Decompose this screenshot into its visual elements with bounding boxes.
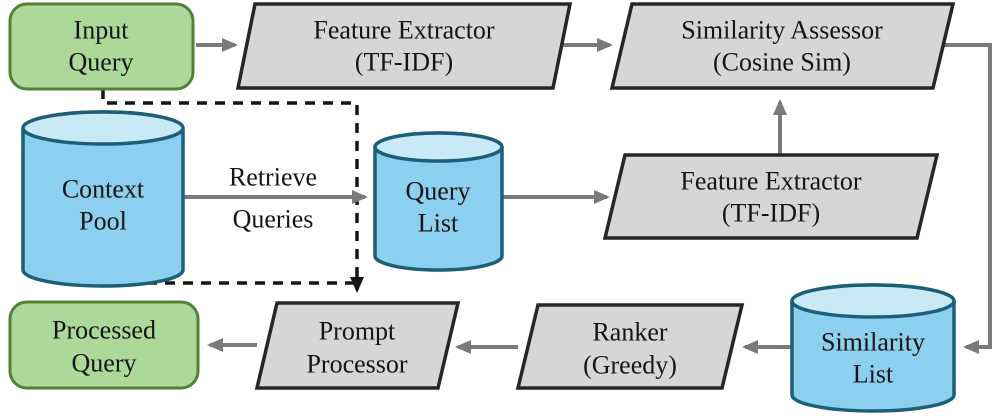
ranker-label-line2: (Greedy) bbox=[583, 351, 677, 380]
query-list-label-line2: List bbox=[418, 209, 459, 238]
similarity-list-label-line2: List bbox=[853, 360, 894, 389]
similarity-list-cylinder-top bbox=[790, 283, 956, 319]
node-feature-extractor-2: Feature Extractor (TF-IDF) bbox=[602, 153, 940, 240]
context-pool-cylinder-top bbox=[21, 110, 185, 146]
edge-label-line1: Retrieve bbox=[229, 163, 317, 192]
node-feature-extractor-1: Feature Extractor (TF-IDF) bbox=[235, 2, 573, 90]
query-list-cylinder-top bbox=[373, 131, 504, 163]
input-query-label-line1: Input bbox=[74, 16, 130, 45]
feature-extractor-2-shape bbox=[602, 153, 940, 240]
input-query-label-line2: Query bbox=[69, 48, 134, 77]
feature-extractor-2-label-line2: (TF-IDF) bbox=[722, 199, 820, 228]
feature-extractor-1-label-line1: Feature Extractor bbox=[313, 16, 495, 45]
node-input-query: Input Query bbox=[8, 2, 195, 91]
similarity-list-label-line1: Similarity bbox=[821, 328, 925, 357]
prompt-processor-shape bbox=[254, 301, 461, 390]
prompt-processor-label-line1: Prompt bbox=[319, 317, 396, 346]
feature-extractor-1-label-line2: (TF-IDF) bbox=[355, 48, 453, 77]
context-pool-label-line2: Pool bbox=[79, 207, 127, 236]
similarity-assessor-label-line1: Similarity Assessor bbox=[681, 16, 883, 45]
input-query-shape bbox=[8, 2, 195, 91]
processed-query-label-line2: Query bbox=[72, 349, 137, 378]
node-ranker: Ranker (Greedy) bbox=[515, 303, 745, 390]
similarity-assessor-label-line2: (Cosine Sim) bbox=[713, 48, 851, 77]
edge-label-retrieve-queries: Retrieve Queries bbox=[229, 163, 317, 234]
edge-label-line2: Queries bbox=[233, 205, 314, 234]
context-pool-label-line1: Context bbox=[62, 175, 145, 204]
node-similarity-assessor: Similarity Assessor (Cosine Sim) bbox=[609, 2, 956, 90]
ranker-shape bbox=[515, 303, 745, 390]
edge-similarity-assessor-to-similarity-list bbox=[943, 43, 992, 354]
processed-query-label-line1: Processed bbox=[52, 316, 156, 345]
feature-extractor-1-shape bbox=[235, 2, 573, 90]
processed-query-shape bbox=[8, 300, 200, 390]
node-processed-query: Processed Query bbox=[8, 300, 200, 390]
prompt-processor-label-line2: Processor bbox=[306, 350, 407, 379]
node-prompt-processor: Prompt Processor bbox=[254, 301, 461, 390]
feature-extractor-2-label-line1: Feature Extractor bbox=[680, 167, 862, 196]
similarity-assessor-shape bbox=[609, 2, 956, 90]
query-list-label-line1: Query bbox=[406, 177, 471, 206]
node-query-list: Query List bbox=[373, 131, 504, 272]
ranker-label-line1: Ranker bbox=[592, 318, 667, 347]
node-similarity-list: Similarity List bbox=[790, 283, 956, 413]
node-context-pool: Context Pool bbox=[21, 110, 185, 288]
